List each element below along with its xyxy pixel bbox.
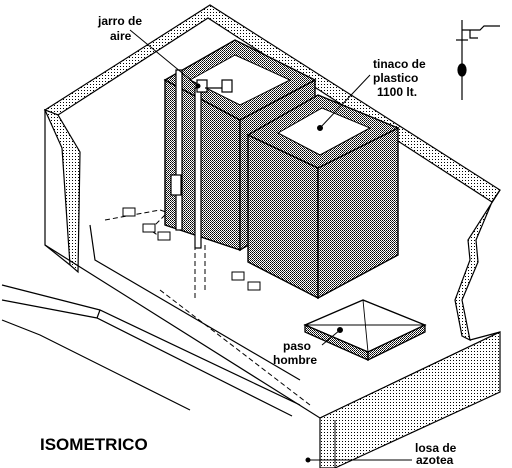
label-jarro-de-aire-1: jarro de bbox=[97, 14, 142, 28]
riser-detail bbox=[456, 20, 500, 100]
manhole bbox=[303, 299, 427, 362]
label-losa-de-azotea-1: losa de bbox=[415, 441, 457, 455]
label-jarro-de-aire-2: aire bbox=[110, 29, 132, 43]
label-losa-de-azotea-2: azotea bbox=[416, 453, 454, 467]
leader-lines bbox=[129, 29, 412, 463]
ground-lines bbox=[1, 284, 301, 417]
slab-edge bbox=[319, 331, 501, 468]
label-tinaco-3: 1100 lt. bbox=[377, 85, 417, 99]
label-paso-hombre-1: paso bbox=[283, 339, 311, 353]
diagram-title: ISOMETRICO bbox=[40, 435, 148, 454]
tank-right bbox=[246, 94, 400, 300]
label-tinaco-2: plastico bbox=[373, 71, 418, 85]
label-paso-hombre-2: hombre bbox=[273, 353, 317, 367]
parapet-wall bbox=[43, 4, 501, 342]
label-tinaco-1: tinaco de bbox=[373, 57, 426, 71]
vent-pipes bbox=[170, 69, 233, 249]
